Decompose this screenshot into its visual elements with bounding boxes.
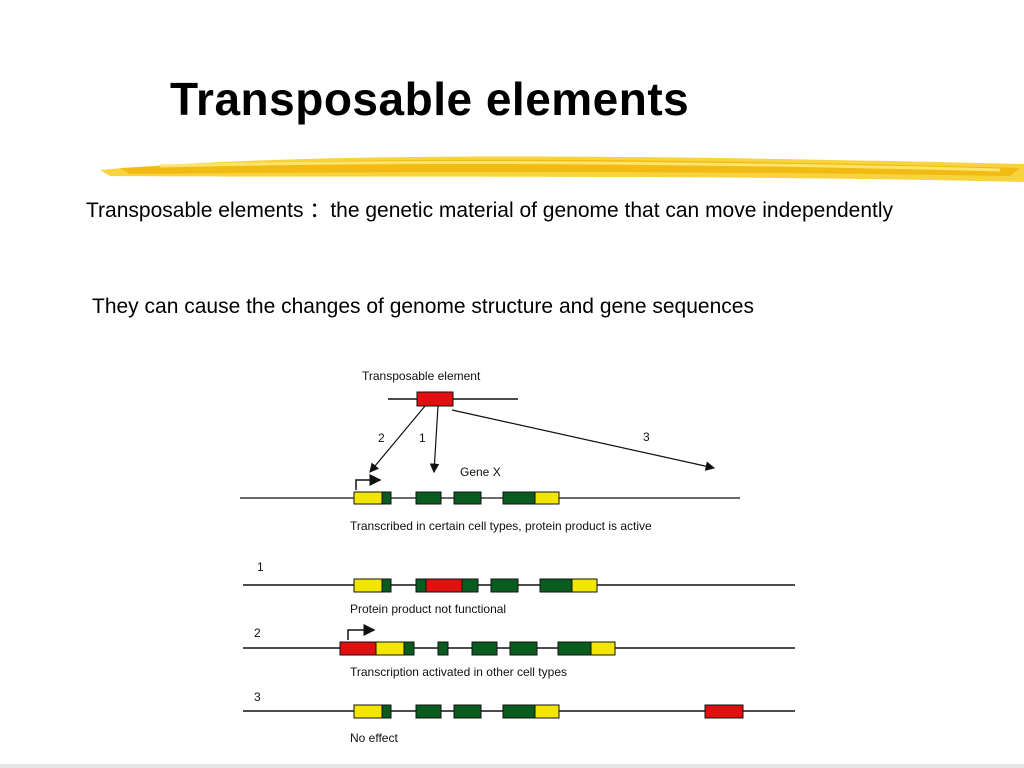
exon-box (453, 704, 482, 719)
promoter-arrow-icon (347, 624, 376, 640)
utr-box (353, 578, 383, 593)
arrow-label-3: 3 (643, 430, 650, 444)
definition-paragraph: Transposable elements ：the genetic mater… (86, 199, 894, 222)
row-caption: Transcribed in certain cell types, prote… (350, 519, 652, 533)
exon-box (502, 491, 536, 505)
exon-box (381, 704, 392, 719)
gene-row-original: Transcribed in certain cell types, prote… (240, 474, 740, 533)
inserted-transposon-box (425, 578, 463, 593)
insertion-arrow-2 (369, 405, 426, 473)
effect-paragraph: They can cause the changes of genome str… (92, 295, 754, 318)
exon-box (471, 641, 498, 656)
utr-box (534, 491, 560, 505)
gene-row-1: 1 Protein product not functional (243, 560, 795, 616)
utr-box (534, 704, 560, 719)
insertion-arrow-3 (451, 409, 716, 471)
inserted-transposon-box (704, 704, 744, 719)
utr-box (590, 641, 616, 656)
row-label: 3 (254, 690, 261, 704)
exon-box (415, 704, 442, 719)
utr-box (353, 704, 383, 719)
exon-box (509, 641, 538, 656)
slide-title: Transposable elements (170, 73, 690, 125)
row-caption: Protein product not functional (350, 602, 506, 616)
utr-box (353, 491, 383, 505)
exon-box (381, 491, 392, 505)
exon-box (502, 704, 536, 719)
utr-box (375, 641, 405, 656)
exon-box (539, 578, 573, 593)
exon-box (381, 578, 392, 593)
exon-box (437, 641, 449, 656)
title-highlighter-stroke (100, 156, 1024, 182)
arrow-label-2: 2 (378, 431, 385, 445)
row-caption: Transcription activated in other cell ty… (350, 665, 567, 679)
exon-box (557, 641, 592, 656)
insertion-arrow-1 (429, 405, 440, 474)
exon-box (415, 491, 442, 505)
exon-box (453, 491, 482, 505)
exon-box (461, 578, 479, 593)
gene-row-2: 2 Transcription activated in other cell … (243, 624, 795, 679)
slide-bottom-border (0, 764, 1024, 768)
exon-box (403, 641, 415, 656)
row-caption: No effect (350, 731, 398, 745)
gene-row-3: 3 No effect (243, 690, 795, 745)
transposable-element-label: Transposable element (362, 369, 481, 383)
utr-box (571, 578, 598, 593)
gene-x-label: Gene X (460, 465, 501, 479)
transposon-box (416, 391, 454, 407)
promoter-arrow-icon (355, 474, 382, 490)
row-label: 1 (257, 560, 264, 574)
row-label: 2 (254, 626, 261, 640)
exon-box (490, 578, 519, 593)
arrow-label-1: 1 (419, 431, 426, 445)
exon-box (415, 578, 427, 593)
inserted-transposon-box (339, 641, 377, 656)
